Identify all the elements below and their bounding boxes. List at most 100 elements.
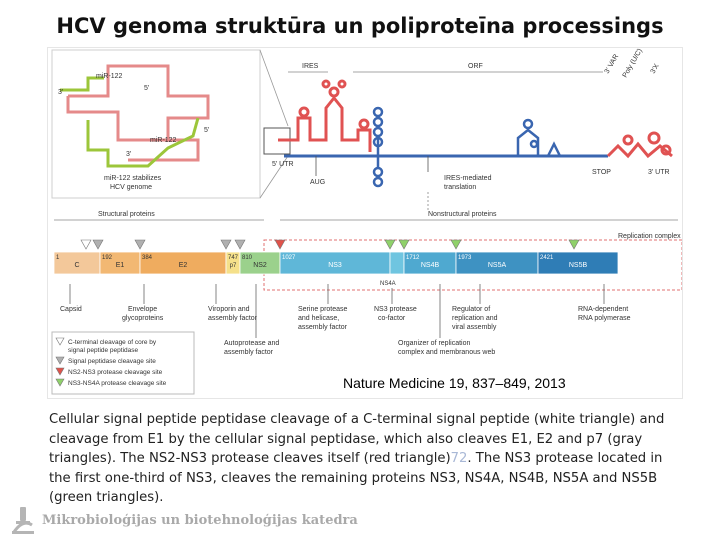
- segment-start-ns4b: 1712: [406, 255, 420, 261]
- cleavage-triangle-9: [450, 239, 462, 250]
- segment-ns4a: [389, 251, 405, 275]
- segment-start-ns3: 1027: [282, 255, 296, 261]
- function-serine-3: assembly factor: [298, 324, 348, 331]
- function-envelope-1: Envelope: [128, 306, 157, 313]
- mir122-label-2: miR-122: [150, 137, 177, 144]
- legend-frame: [51, 331, 195, 395]
- structural-label: Structural proteins: [98, 211, 155, 218]
- function-organizer-1: Organizer of replication: [398, 340, 470, 347]
- inset-rna-strand: [68, 64, 210, 140]
- segment-label-p7: p7: [230, 263, 237, 269]
- ires-label: IRES: [302, 63, 319, 70]
- aug-label: AUG: [310, 179, 325, 186]
- legend-label-1: C-terminal cleavage of core by: [68, 339, 157, 346]
- citation: Nature Medicine 19, 837–849, 2013: [343, 375, 566, 391]
- segment-label-c: C: [74, 262, 79, 269]
- segment-start-ns5a: 1973: [458, 255, 472, 261]
- slide-title: HCV genoma struktūra un poliproteīna pro…: [56, 14, 664, 38]
- cleavage-triangle-1: [80, 239, 92, 250]
- end-number: 3011: [650, 256, 664, 262]
- function-autoprotease-1: Autoprotease and: [224, 340, 279, 347]
- function-regulator-1: Regulator of: [452, 306, 490, 313]
- replication-label: Replication complex: [618, 233, 681, 240]
- function-regulator-2: replication and: [452, 315, 498, 322]
- microscope-icon: [12, 507, 34, 534]
- legend-triangle-4: [55, 378, 65, 387]
- poly-label: Poly (U/C): [622, 48, 644, 79]
- three-x-label: 3'X: [650, 63, 661, 75]
- segment-start-e2: 384: [142, 255, 153, 261]
- ires-mediated-1: IRES-mediated: [444, 175, 492, 182]
- legend-label-3: NS2-NS3 protease cleavage site: [68, 369, 163, 376]
- segment-label-ns3: NS3: [328, 262, 342, 269]
- function-capsid: Capsid: [60, 306, 82, 313]
- segment-start-p7: 747: [228, 255, 239, 261]
- cleavage-triangle-4: [220, 239, 232, 250]
- function-serine-2: and helicase,: [298, 315, 339, 322]
- segment-label-e1: E1: [116, 262, 125, 269]
- cleavage-triangle-2: [92, 239, 104, 250]
- stop-label: STOP: [592, 169, 611, 176]
- function-viroporin-1: Viroporin and: [208, 306, 250, 313]
- cleavage-sites: [80, 239, 580, 250]
- legend-triangle-3: [55, 367, 65, 376]
- function-ns3cof-2: co-factor: [378, 315, 406, 322]
- hcv-figure-svg: miR-122 miR-122 3' 5' 5' 3' miR-122 stab…: [51, 48, 683, 395]
- hcv-figure: miR-122 miR-122 3' 5' 5' 3' miR-122 stab…: [47, 47, 683, 399]
- function-regulator-3: viral assembly: [452, 324, 497, 331]
- function-ns3cof-1: NS3 protease: [374, 306, 417, 313]
- blue-hairpins: [372, 106, 562, 188]
- inset-rna-strand-lower: [66, 96, 168, 142]
- citation-bg: [338, 370, 678, 394]
- segment-label-ns4b: NS4B: [421, 262, 440, 269]
- legend-label-1-line2: signal peptide peptidase: [68, 347, 138, 354]
- legend-triangle-2: [55, 356, 65, 365]
- function-labels: Capsid Envelope glycoproteins Viroporin …: [60, 284, 631, 356]
- end-label-5b: 5': [204, 127, 209, 134]
- function-polymerase-1: RNA-dependent: [578, 306, 628, 313]
- var-label: 3' VAR: [604, 53, 621, 75]
- cleavage-triangle-7: [384, 239, 396, 250]
- ires-mediated-2: translation: [444, 184, 476, 191]
- segment-start-ns2: 810: [242, 255, 253, 261]
- legend-label-4: NS3-NS4A protease cleavage site: [68, 380, 167, 387]
- end-label-5a: 5': [144, 85, 149, 92]
- function-serine-1: Serine protease: [298, 306, 348, 313]
- end-label-3a: 3': [58, 89, 63, 96]
- function-autoprotease-2: assembly factor: [224, 349, 274, 356]
- segment-start-ns5b: 2421: [540, 255, 554, 261]
- function-envelope-2: glycoproteins: [122, 315, 164, 322]
- legend-label-2: Signal peptidase cleavage site: [68, 358, 156, 365]
- segment-ns5b: [537, 251, 619, 275]
- function-organizer-2: complex and membranous web: [398, 349, 495, 356]
- segment-label-ns5a: NS5A: [488, 262, 507, 269]
- utr5-label: 5' UTR: [272, 161, 294, 168]
- cleavage-triangle-8: [398, 239, 410, 250]
- utr3-label: 3' UTR: [648, 169, 670, 176]
- footer-text: Mikrobioloģijas un biotehnoloģijas kated…: [42, 512, 358, 528]
- segment-label-ns2: NS2: [253, 262, 267, 269]
- segment-label-e2: E2: [179, 262, 188, 269]
- caption-reference[interactable]: 72: [450, 451, 468, 467]
- end-label-3b: 3': [126, 151, 131, 158]
- caption-part1: Cellular signal peptide peptidase cleava…: [49, 412, 665, 467]
- cleavage-triangle-5: [234, 239, 246, 250]
- segment-start-e1: 192: [102, 255, 113, 261]
- footer: Mikrobioloģijas un biotehnoloģijas kated…: [10, 505, 410, 535]
- function-polymerase-2: RNA polymerase: [578, 315, 631, 322]
- nonstructural-label: Nonstructural proteins: [428, 211, 497, 218]
- caption: Cellular signal peptide peptidase cleava…: [49, 410, 674, 508]
- function-viroporin-2: assembly factor: [208, 315, 258, 322]
- stabilize-text-2: HCV genome: [110, 184, 152, 191]
- stabilize-text-1: miR-122 stabilizes: [104, 175, 162, 182]
- mir122-strand-1: [60, 76, 104, 92]
- zoom-line-top: [259, 49, 289, 127]
- orf-label: ORF: [468, 63, 483, 70]
- zoom-line-bottom: [259, 155, 289, 199]
- mir122-strand-2: [86, 117, 200, 168]
- segment-start-c: 1: [56, 255, 60, 261]
- segment-label-ns5b: NS5B: [569, 262, 588, 269]
- ns4a-below-label: NS4A: [380, 281, 396, 287]
